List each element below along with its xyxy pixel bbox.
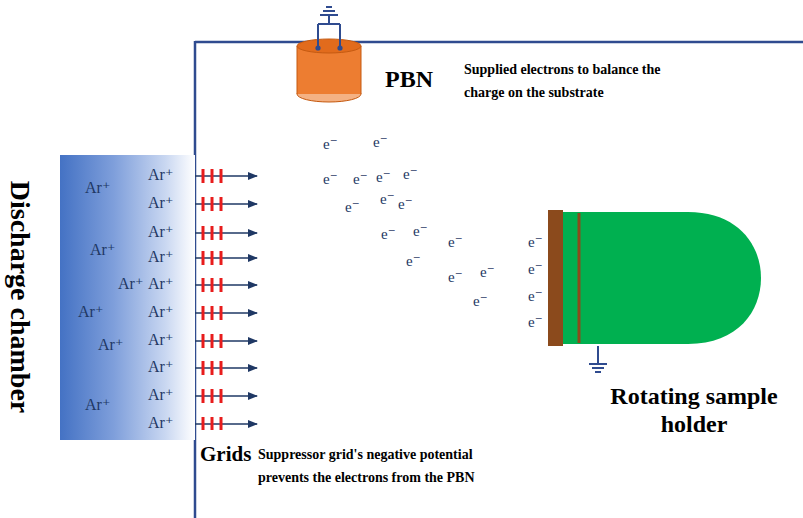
pbn-source: PBN — [296, 38, 364, 104]
ion-label: Ar⁺ — [148, 247, 173, 266]
electron-label: e⁻ — [380, 190, 395, 208]
ion-label: Ar⁺ — [148, 274, 173, 293]
electron-label: e⁻ — [473, 292, 488, 310]
electron-label: e⁻ — [398, 195, 413, 213]
ion-label: Ar⁺ — [85, 178, 110, 197]
electron-label: e⁻ — [376, 168, 391, 186]
electron-label: e⁻ — [353, 170, 368, 188]
rotating-sample-holder: Rotating sample holder — [548, 210, 763, 346]
electron-label: e⁻ — [323, 135, 338, 153]
rotating-sample-holder-shape — [548, 210, 763, 346]
electron-label: e⁻ — [323, 170, 338, 188]
electron-label: e⁻ — [345, 198, 360, 216]
electron-label: e⁻ — [406, 252, 421, 270]
ion-label: Ar⁺ — [148, 193, 173, 212]
grids-label: Grids — [200, 442, 251, 467]
holder-label: Rotating sample holder — [598, 382, 790, 438]
electron-label: e⁻ — [448, 233, 463, 251]
chamber-wall — [195, 41, 803, 44]
electron-label: e⁻ — [528, 287, 543, 305]
discharge-chamber: Discharge chamberAr⁺Ar⁺Ar⁺Ar⁺Ar⁺Ar⁺Ar⁺Ar… — [60, 155, 195, 440]
pbn-source-shape — [296, 38, 364, 104]
electron-label: e⁻ — [413, 222, 428, 240]
electron-label: e⁻ — [480, 263, 495, 281]
ion-label: Ar⁺ — [85, 395, 110, 414]
grid-assembly-shape — [198, 160, 228, 430]
ion-label: Ar⁺ — [98, 335, 123, 354]
ground-symbol — [318, 7, 340, 42]
annotation-note: Supplied electrons to balance the charge… — [464, 58, 674, 104]
ion-label: Ar⁺ — [78, 302, 103, 321]
ion-label: Ar⁺ — [118, 274, 143, 293]
source-label: PBN — [385, 66, 433, 93]
ion-label: Ar⁺ — [148, 413, 173, 432]
ion-label: Ar⁺ — [148, 357, 173, 376]
electron-label: e⁻ — [403, 165, 418, 183]
electron-label: e⁻ — [528, 233, 543, 251]
ion-label: Ar⁺ — [148, 302, 173, 321]
ground-symbol — [589, 346, 607, 372]
ion-label: Ar⁺ — [148, 330, 173, 349]
electron-label: e⁻ — [448, 268, 463, 286]
ion-label: Ar⁺ — [148, 222, 173, 241]
electron-label: e⁻ — [373, 133, 388, 151]
ion-label: Ar⁺ — [148, 385, 173, 404]
electron-label: e⁻ — [381, 225, 396, 243]
annotation-note: Suppressor grid's negative potential pre… — [258, 443, 508, 489]
grid-assembly: Grids — [198, 160, 228, 430]
electron-label: e⁻ — [528, 260, 543, 278]
chamber-heading: Discharge chamber — [3, 152, 37, 442]
ion-label: Ar⁺ — [148, 165, 173, 184]
ion-label: Ar⁺ — [90, 240, 115, 259]
electron-label: e⁻ — [528, 313, 543, 331]
